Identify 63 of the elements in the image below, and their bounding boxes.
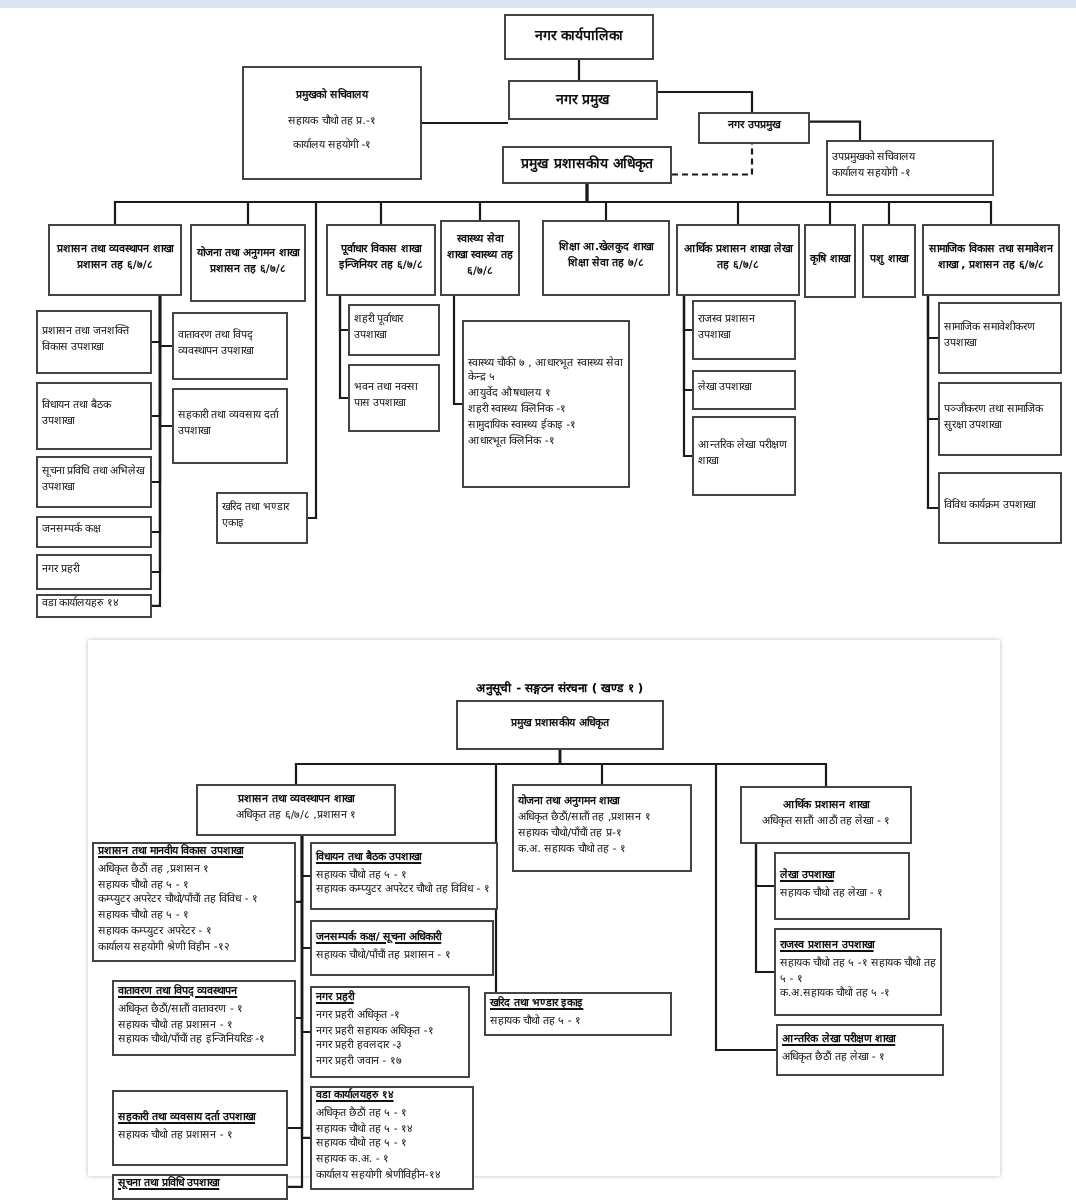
org-box: [776, 1024, 944, 1076]
org-box: [36, 594, 152, 618]
org-box: [112, 980, 296, 1056]
connector-line: [577, 60, 581, 80]
org-box: [508, 80, 658, 120]
connector-line: [452, 296, 462, 406]
connector-line: [682, 296, 692, 458]
connector-line: [926, 296, 938, 510]
connector-line: [422, 121, 508, 125]
connector-line: [308, 184, 589, 520]
org-box: [36, 456, 152, 508]
connector-line: [672, 144, 754, 176]
org-box: [36, 516, 152, 548]
connector-line: [158, 296, 172, 428]
org-box: [542, 220, 670, 296]
org-box: [692, 416, 796, 496]
org-box: [310, 842, 498, 910]
org-box: [36, 310, 152, 374]
org-box: [484, 992, 672, 1036]
org-box: [92, 842, 296, 962]
org-box: [196, 784, 396, 836]
org-box: [348, 364, 440, 432]
org-box: [172, 312, 288, 380]
org-box: [172, 388, 288, 464]
org-box: [456, 700, 664, 750]
org-box: [502, 146, 672, 184]
org-box: [112, 1174, 288, 1200]
org-box: [310, 1086, 474, 1190]
org-box: [938, 302, 1062, 374]
org-box: [740, 786, 912, 844]
org-box: [310, 920, 494, 976]
org-box: [112, 1090, 288, 1166]
org-box: [310, 986, 470, 1078]
org-box: [774, 928, 942, 1016]
org-box: [512, 784, 692, 872]
org-box: [692, 370, 796, 410]
org-box: [36, 554, 152, 590]
org-box: [462, 320, 630, 488]
connector-line: [558, 750, 776, 1052]
org-box: [938, 382, 1062, 456]
org-box: [326, 224, 436, 296]
org-box: [440, 220, 520, 296]
connector-line: [810, 120, 862, 140]
org-box: [48, 224, 182, 296]
connector-line: [658, 90, 754, 112]
org-box: [862, 224, 916, 298]
org-box: [676, 224, 800, 296]
org-box: [698, 112, 810, 144]
org-box: [774, 852, 910, 920]
org-box: [804, 224, 856, 298]
org-box: [190, 224, 306, 302]
org-box: [504, 14, 654, 60]
org-box: [348, 304, 440, 356]
org-box: [36, 382, 152, 450]
org-box: [242, 66, 422, 180]
connector-line: [338, 296, 348, 400]
org-box: [692, 300, 796, 360]
connector-line: [288, 836, 304, 1188]
connector-line: [754, 844, 774, 974]
org-box: [216, 492, 308, 544]
org-box: [826, 140, 994, 196]
org-box: [922, 224, 1060, 296]
org-box: [938, 472, 1062, 544]
